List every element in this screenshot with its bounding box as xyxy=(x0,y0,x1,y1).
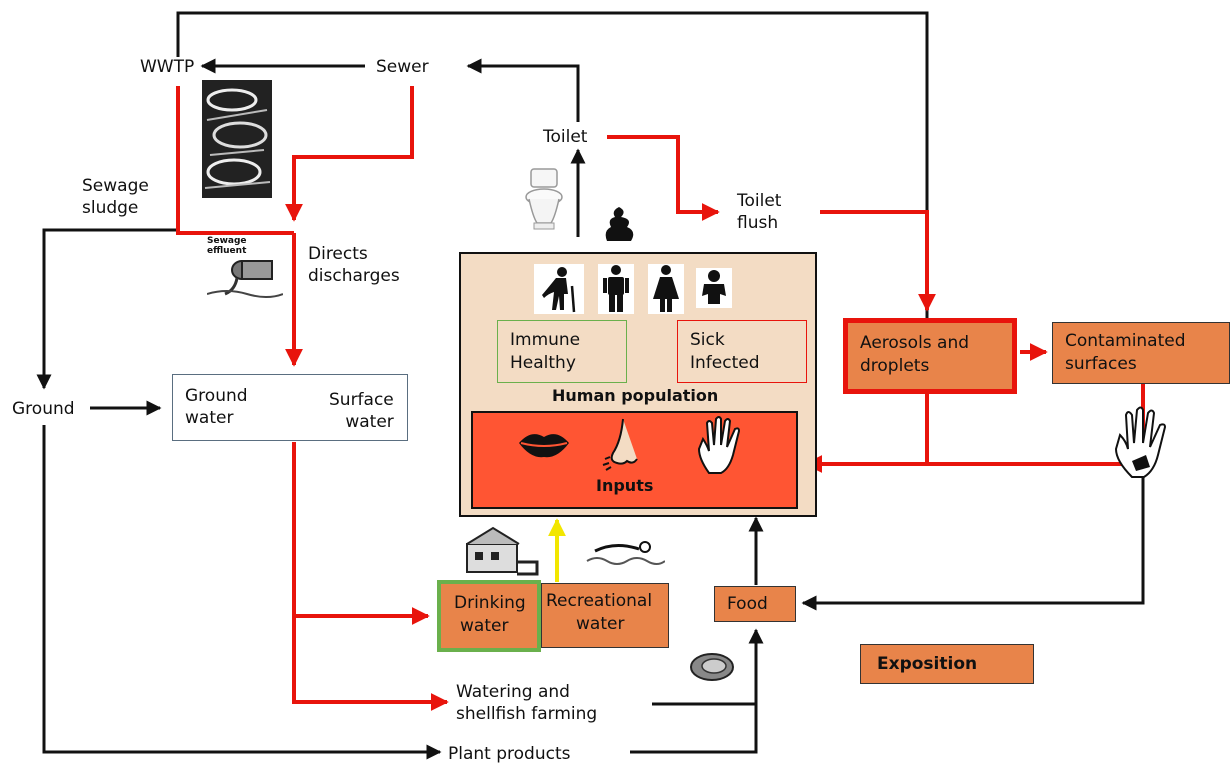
mouth-icon xyxy=(517,429,571,459)
woman-icon xyxy=(648,264,684,314)
surface-water-label: Surface water xyxy=(329,390,394,432)
plant-products-label: Plant products xyxy=(448,744,571,763)
sick-infected-box: Sick Infected xyxy=(677,320,807,383)
aerosols-droplets-box: Aerosols and droplets xyxy=(843,318,1017,394)
wwtp-label: WWTP xyxy=(140,57,195,77)
human-population-label: Human population xyxy=(552,386,719,405)
food-box: Food xyxy=(714,586,796,622)
inputs-box: Inputs xyxy=(471,411,798,509)
water-box: Ground water Surface water xyxy=(172,374,408,441)
recreational-water-box: Recreational water xyxy=(541,583,669,648)
black-flows xyxy=(36,11,1145,760)
baby-icon xyxy=(696,268,732,308)
watering-shellfish-label: Watering and shellfish farming xyxy=(456,682,598,724)
contaminated-surfaces-box: Contaminated surfaces xyxy=(1052,322,1230,384)
nose-icon xyxy=(601,417,647,473)
feces-icon xyxy=(603,205,637,243)
sewage-sludge-label: Sewage sludge xyxy=(82,176,149,218)
exposition-legend-box: Exposition xyxy=(860,644,1034,684)
red-flows xyxy=(176,86,1145,711)
hand-icon xyxy=(695,415,751,475)
human-population-box: Immune Healthy Sick Infected Human popul… xyxy=(459,252,817,517)
elderly-person-icon xyxy=(534,264,584,314)
dirty-hand-icon xyxy=(1110,405,1178,480)
sewer-label: Sewer xyxy=(376,57,429,77)
inputs-label: Inputs xyxy=(596,476,654,495)
oyster-icon xyxy=(688,650,736,684)
ground-water-label: Ground water xyxy=(185,386,248,428)
man-icon xyxy=(598,264,634,314)
direct-discharges-label: Directs discharges xyxy=(308,244,400,286)
drinking-water-box: Drinking water xyxy=(437,580,541,652)
toilet-flush-label: Toilet flush xyxy=(737,191,782,233)
immune-healthy-box: Immune Healthy xyxy=(497,320,627,383)
treatment-plant-photo-icon xyxy=(202,80,272,198)
toilet-icon xyxy=(521,165,569,240)
sewage-effluent-image: Sewage effluent xyxy=(206,236,284,298)
toilet-label: Toilet xyxy=(543,127,588,147)
ground-label: Ground xyxy=(12,399,75,419)
water-plant-icon xyxy=(463,524,541,578)
swimmer-icon xyxy=(585,533,666,569)
pipe-outfall-icon xyxy=(206,260,284,298)
